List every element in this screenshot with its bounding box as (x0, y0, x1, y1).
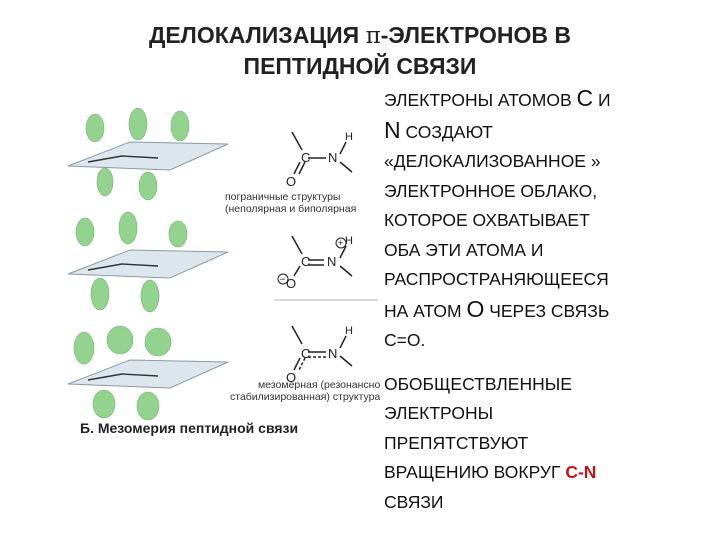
atom-o: O (286, 370, 296, 385)
text-line: НА АТОМ О ЧЕРЕЗ СВЯЗЬ (384, 295, 610, 322)
mesomeric-structure-sublabel: стабилизированная) структура (230, 391, 380, 403)
minus-charge: − (280, 275, 286, 286)
atom-o: O (286, 276, 296, 291)
text-line: N СОЗДАЮТ (384, 116, 493, 143)
figure-caption: Б. Мезомерия пептидной связи (80, 420, 299, 436)
text-line: ПРЕПЯТСТВУЮТ (384, 432, 529, 453)
atom-h: H (345, 131, 353, 143)
text-line: ЭЛЕКТРОНЫ (384, 403, 494, 423)
orbital-plane (67, 249, 229, 279)
text-line: ОБОБЩЕСТВЛЕННЫЕ (384, 373, 572, 394)
atom-c: C (301, 254, 310, 269)
title-line-1: ДЕЛОКАЛИЗАЦИЯ π-ЭЛЕКТРОНОВ В (148, 22, 572, 49)
plus-charge: + (338, 238, 343, 248)
text-line: ЭЛЕКТРОННОЕ ОБЛАКО, (384, 180, 598, 201)
atom-n: N (327, 254, 336, 269)
atom-h: H (345, 325, 353, 337)
text-line: КОТОРОЕ ОХВАТЫВАЕТ (384, 210, 590, 230)
atom-n: N (328, 150, 337, 165)
pi-symbol: π (365, 23, 381, 49)
boundary-structures-sublabel: (неполярная и биполярная (225, 203, 356, 215)
atom-c: C (301, 346, 310, 361)
mesomeric-structure-label: мезомерная (резонансно (258, 379, 380, 391)
text-line: РАСПРОСТРАНЯЮЩЕЕСЯ (384, 269, 609, 289)
text-line: СВЯЗИ (384, 491, 444, 512)
text-line: «ДЕЛОКАЛИЗОВАННОЕ » (384, 151, 601, 171)
cn-bond-label: C-N (565, 462, 597, 482)
explanation-text: ЭЛЕКТРОНЫ АТОМОВ С И N СОЗДАЮТ «ДЕЛОКАЛИ… (384, 84, 704, 517)
text-line: ВРАЩЕНИЮ ВОКРУГ C-N (384, 462, 597, 482)
atom-n: N (328, 346, 337, 361)
text-line: ЭЛЕКТРОНЫ АТОМОВ С И (384, 85, 611, 111)
atom-c: C (301, 150, 310, 165)
text-line: С=О. (384, 330, 426, 350)
atom-o: O (286, 174, 296, 189)
boundary-structures-label: пограничные структуры (225, 191, 340, 203)
orbital-plane (67, 359, 229, 389)
orbital-plane (67, 141, 229, 171)
atom-h: H (345, 235, 353, 247)
page-title: ДЕЛОКАЛИЗАЦИЯ π-ЭЛЕКТРОНОВ В ПЕПТИДНОЙ С… (0, 20, 720, 81)
text-line: ОБА ЭТИ АТОМА И (384, 239, 544, 260)
peptide-mesomery-figure: C N O H C N O H C N O H + − пограничные … (67, 107, 380, 421)
title-line-2: ПЕПТИДНОЙ СВЯЗИ (243, 53, 477, 79)
